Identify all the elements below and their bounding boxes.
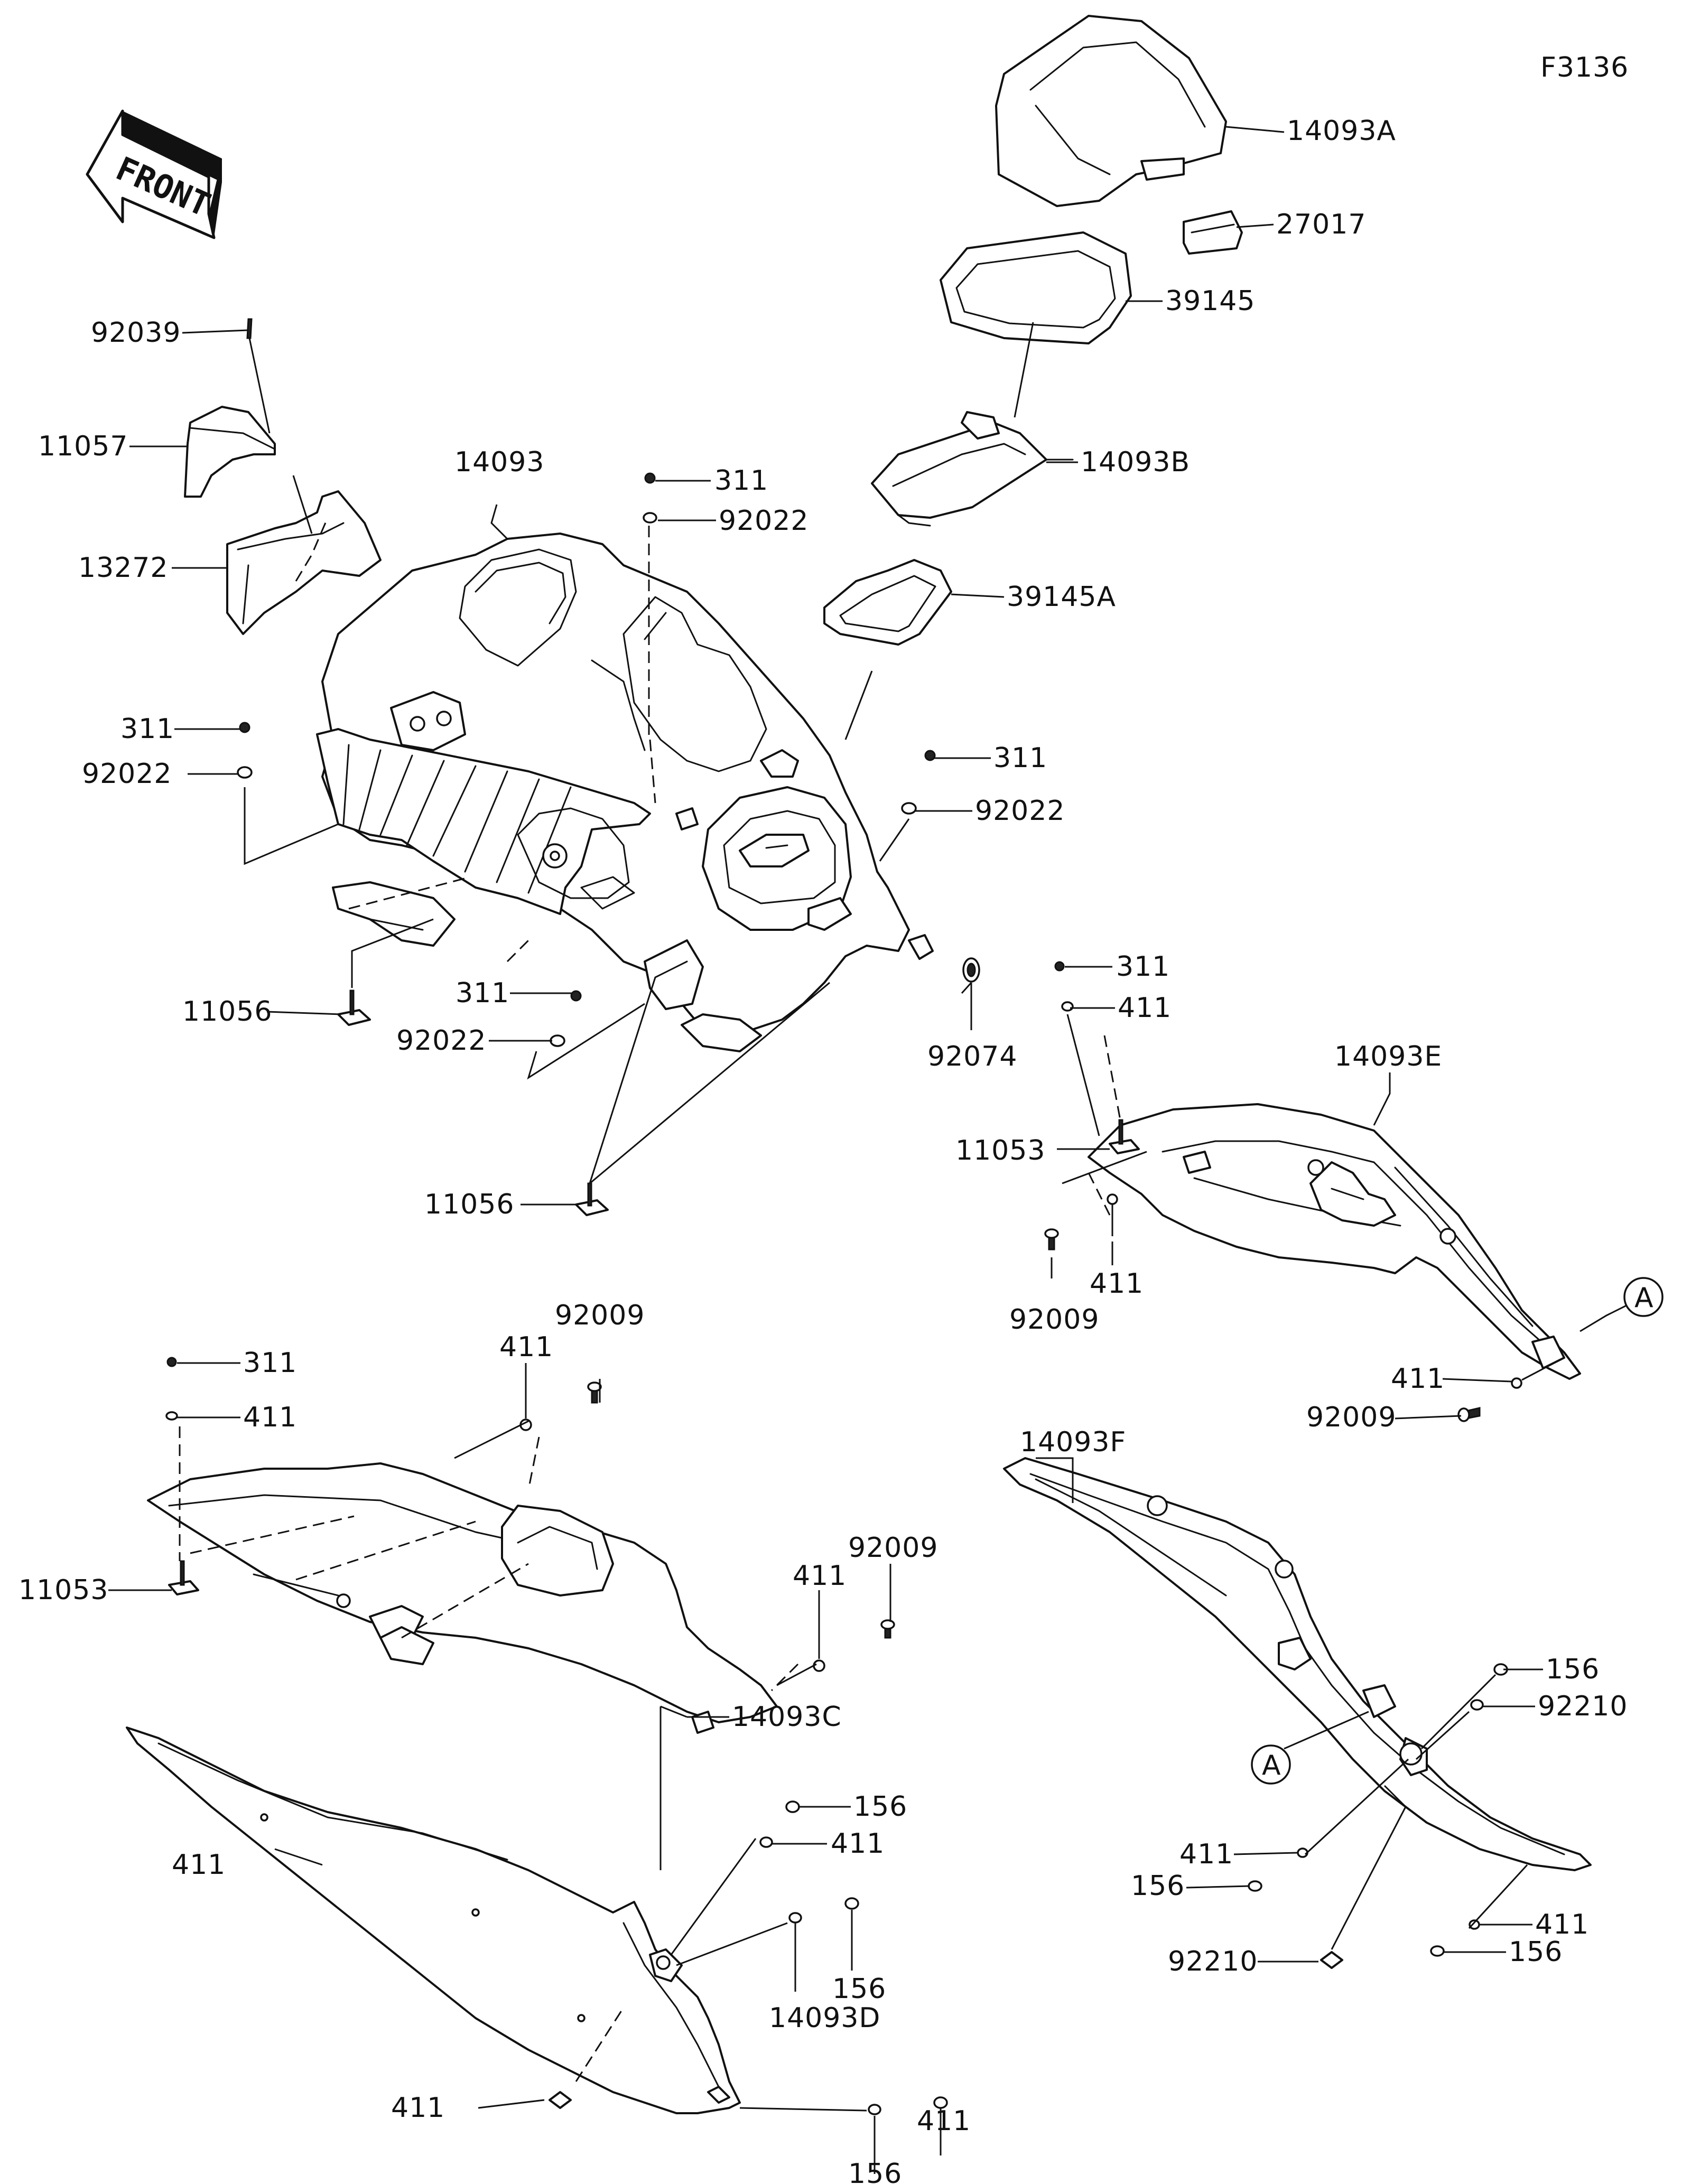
part-label: 156 xyxy=(1546,1654,1600,1685)
assembly-lines xyxy=(179,517,1121,2082)
part-clip-27017 xyxy=(1183,210,1243,255)
part-label: 92009 xyxy=(555,1300,645,1331)
part-label: 11053 xyxy=(18,1574,108,1606)
part-label: 411 xyxy=(1179,1838,1233,1870)
part-lower-cover-14093D xyxy=(126,1726,741,2114)
part-label: 311 xyxy=(714,465,768,497)
part-label: 39145 xyxy=(1165,285,1255,317)
part-label: 11053 xyxy=(955,1135,1045,1166)
part-label: 156 xyxy=(1131,1870,1185,1902)
part-label: 92009 xyxy=(1306,1402,1396,1433)
part-label: 411 xyxy=(1118,992,1172,1024)
part-label: 92074 xyxy=(927,1041,1017,1072)
part-side-panel-14093E xyxy=(1088,1103,1581,1380)
part-label: 411 xyxy=(243,1402,297,1433)
callout-A-text: A xyxy=(1634,1282,1654,1314)
part-label: 92022 xyxy=(719,505,809,537)
part-label: 411 xyxy=(499,1331,553,1363)
part-label: 411 xyxy=(1535,1909,1589,1940)
part-label: 11056 xyxy=(182,996,272,1028)
part-label: 92022 xyxy=(396,1025,486,1057)
part-label: 156 xyxy=(848,2158,902,2184)
part-label: 156 xyxy=(832,1973,886,2005)
part-label: 11057 xyxy=(38,431,128,462)
assembly-lines-solid xyxy=(244,322,1565,2112)
part-seat-cover-14093A xyxy=(995,15,1227,207)
hardware xyxy=(165,318,1522,2115)
part-lower-cover-14093C xyxy=(147,1462,778,1734)
part-label: 14093B xyxy=(1081,446,1190,478)
part-label: 14093F xyxy=(1020,1426,1126,1458)
part-main-cover-14093 xyxy=(316,533,934,1052)
part-label: 14093A xyxy=(1287,115,1396,147)
part-shroud-13272 xyxy=(226,490,382,635)
part-label: 311 xyxy=(993,742,1047,774)
front-direction-arrow-icon: FRONT xyxy=(86,109,222,239)
part-label: 411 xyxy=(172,1849,226,1881)
part-label: 411 xyxy=(391,2092,445,2124)
part-label: 311 xyxy=(243,1347,297,1379)
part-label: 14093C xyxy=(732,1701,842,1733)
part-label: 14093 xyxy=(454,446,544,478)
part-label: 311 xyxy=(120,713,174,745)
part-label: 311 xyxy=(456,977,509,1009)
leader-lines xyxy=(108,126,1633,2174)
callout-A-right: A xyxy=(1623,1277,1664,1317)
part-label: 411 xyxy=(793,1560,847,1592)
callout-A-left: A xyxy=(1251,1744,1291,1785)
part-label: 156 xyxy=(1509,1936,1563,1968)
part-gasket-39145 xyxy=(940,231,1132,344)
part-label: 92210 xyxy=(1538,1691,1628,1722)
part-label: 411 xyxy=(917,2105,971,2137)
part-label: 92022 xyxy=(975,795,1065,827)
part-label: 13272 xyxy=(78,552,168,584)
part-label: 14093D xyxy=(769,2002,880,2034)
part-label: 411 xyxy=(831,1828,885,1860)
part-gasket-39145A xyxy=(823,559,952,646)
part-label: 14093E xyxy=(1334,1041,1442,1072)
part-label: 92210 xyxy=(1168,1946,1258,1977)
part-label: 92022 xyxy=(82,758,172,790)
part-label: 156 xyxy=(853,1791,907,1823)
part-label: 411 xyxy=(1391,1363,1445,1395)
part-label: 92009 xyxy=(1009,1304,1099,1336)
part-tray-14093B xyxy=(871,411,1074,527)
part-label: 92039 xyxy=(91,317,181,349)
part-label: 311 xyxy=(1116,951,1170,983)
figure-code: F3136 xyxy=(1540,52,1629,83)
part-label: 27017 xyxy=(1276,209,1366,240)
part-label: 39145A xyxy=(1007,581,1116,613)
part-labels: 14093A 27017 39145 92039 11057 14093 311… xyxy=(18,115,1628,2184)
callout-A-text: A xyxy=(1262,1750,1281,1781)
part-label: 411 xyxy=(1090,1268,1144,1300)
part-label: 11056 xyxy=(424,1189,514,1220)
part-bracket-11057 xyxy=(184,406,276,498)
part-label: 92009 xyxy=(848,1532,938,1564)
